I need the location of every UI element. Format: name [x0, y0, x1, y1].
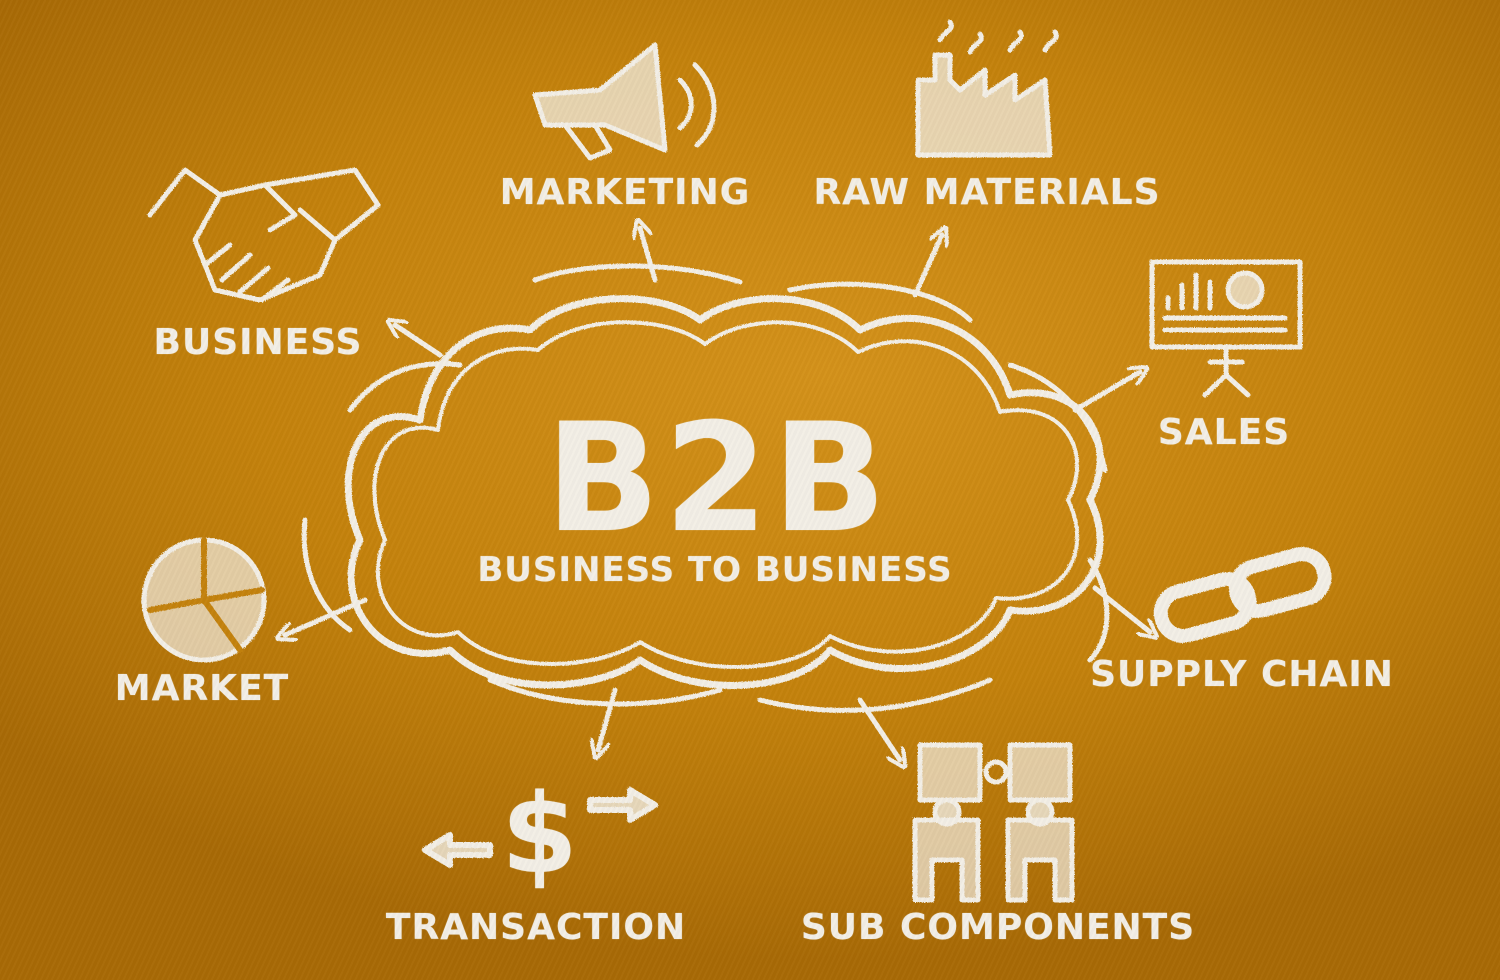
- topic-market-label: MARKET: [114, 668, 290, 709]
- arrow-to-sales: [1072, 372, 1140, 413]
- orbit-arc-top-left: [347, 361, 463, 413]
- topic-transaction-label: TRANSACTION: [385, 907, 687, 948]
- arrow-to-market: [285, 597, 368, 635]
- orbit-arc-top-right: [787, 281, 973, 323]
- arrow-to-transaction: [598, 687, 618, 750]
- arrow-to-sub-components: [857, 697, 900, 760]
- topic-marketing-label: MARKETING: [499, 172, 751, 213]
- megaphone-icon: [532, 42, 717, 161]
- arrow-to-business: [395, 325, 443, 358]
- dollar-glyph: $: [501, 770, 579, 898]
- topic-supply-chain-label: SUPPLY CHAIN: [1090, 654, 1394, 695]
- orbit-arc-bottom-right: [757, 677, 993, 713]
- orbit-arc-bottom: [487, 677, 723, 707]
- handshake-icon: [147, 167, 381, 303]
- factory-icon: [915, 19, 1059, 158]
- arrow-to-marketing: [640, 228, 658, 283]
- center-title: B2B: [545, 392, 891, 566]
- orbit-arc-top: [532, 263, 743, 285]
- presentation-board-icon: [1149, 259, 1303, 398]
- topic-raw-materials-label: RAW MATERIALS: [813, 172, 1161, 213]
- orbit-arc-right-lower: [1087, 557, 1110, 663]
- arrow-to-supply-chain: [1092, 585, 1150, 632]
- arrow-to-raw-materials: [912, 235, 942, 298]
- topic-sub-components-label: SUB COMPONENTS: [800, 907, 1196, 948]
- puzzle-people-icon: [912, 742, 1075, 903]
- center-cloud-outline: [344, 295, 1104, 689]
- orbit-arc-right: [1007, 362, 1108, 473]
- center-cloud-inner-outline: [372, 320, 1080, 669]
- chain-link-icon: [1153, 547, 1332, 643]
- pie-chart-icon: [141, 537, 267, 663]
- center-subtitle: BUSINESS TO BUSINESS: [477, 550, 953, 590]
- topic-sales-label: SALES: [1157, 412, 1291, 453]
- dollar-arrows-icon: [422, 787, 658, 868]
- topic-business-label: BUSINESS: [153, 322, 363, 363]
- orbit-arc-left: [301, 517, 353, 633]
